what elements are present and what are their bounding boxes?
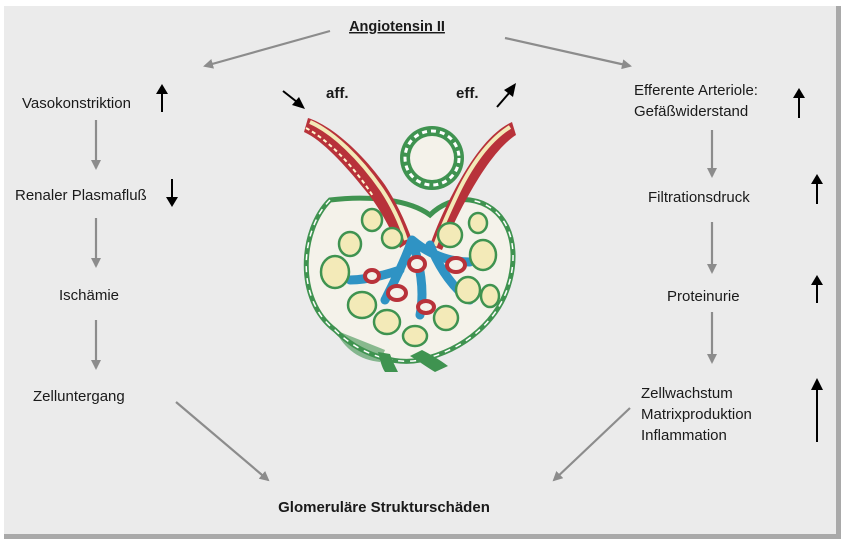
- trend-up-icon: [793, 88, 805, 118]
- arrow-left-to-outcome: [175, 401, 270, 482]
- label-efferente-arteriole: Efferente Arteriole:: [634, 82, 758, 99]
- glomerulus-illustration: [303, 118, 516, 372]
- label-glomerulaere-strukturschaeden: Glomeruläre Strukturschäden: [278, 499, 490, 516]
- label-renaler-plasmafluss: Renaler Plasmafluß: [15, 187, 147, 204]
- label-inflammation: Inflammation: [641, 427, 727, 444]
- arrow-title-to-right: [504, 36, 632, 70]
- trend-up-icon: [156, 84, 168, 112]
- arrow-afferent-icon: [282, 90, 305, 109]
- afferent-arteriole: [304, 118, 412, 248]
- label-zelluntergang: Zelluntergang: [33, 388, 125, 405]
- arrow-efferent-icon: [496, 83, 516, 108]
- label-vasokonstriktion: Vasokonstriktion: [22, 95, 131, 112]
- arrow-title-to-left: [203, 29, 331, 69]
- arrow-right-to-outcome: [552, 407, 631, 482]
- label-zellwachstum: Zellwachstum: [641, 385, 733, 402]
- capillary-tree: [345, 235, 475, 320]
- efferent-arteriole: [430, 122, 516, 250]
- trend-down-icon: [166, 179, 178, 207]
- label-eff: eff.: [456, 85, 479, 102]
- trend-up-icon: [811, 174, 823, 204]
- title-angiotensin: Angiotensin II: [349, 19, 445, 35]
- label-gefaesswiderstand: Gefäßwiderstand: [634, 103, 748, 120]
- label-proteinurie: Proteinurie: [667, 288, 740, 305]
- trend-up-icon: [811, 275, 823, 303]
- trend-up-icon: [811, 378, 823, 442]
- label-ischaemie: Ischämie: [59, 287, 119, 304]
- label-aff: aff.: [326, 85, 349, 102]
- label-filtrationsdruck: Filtrationsdruck: [648, 189, 750, 206]
- label-matrixproduktion: Matrixproduktion: [641, 406, 752, 423]
